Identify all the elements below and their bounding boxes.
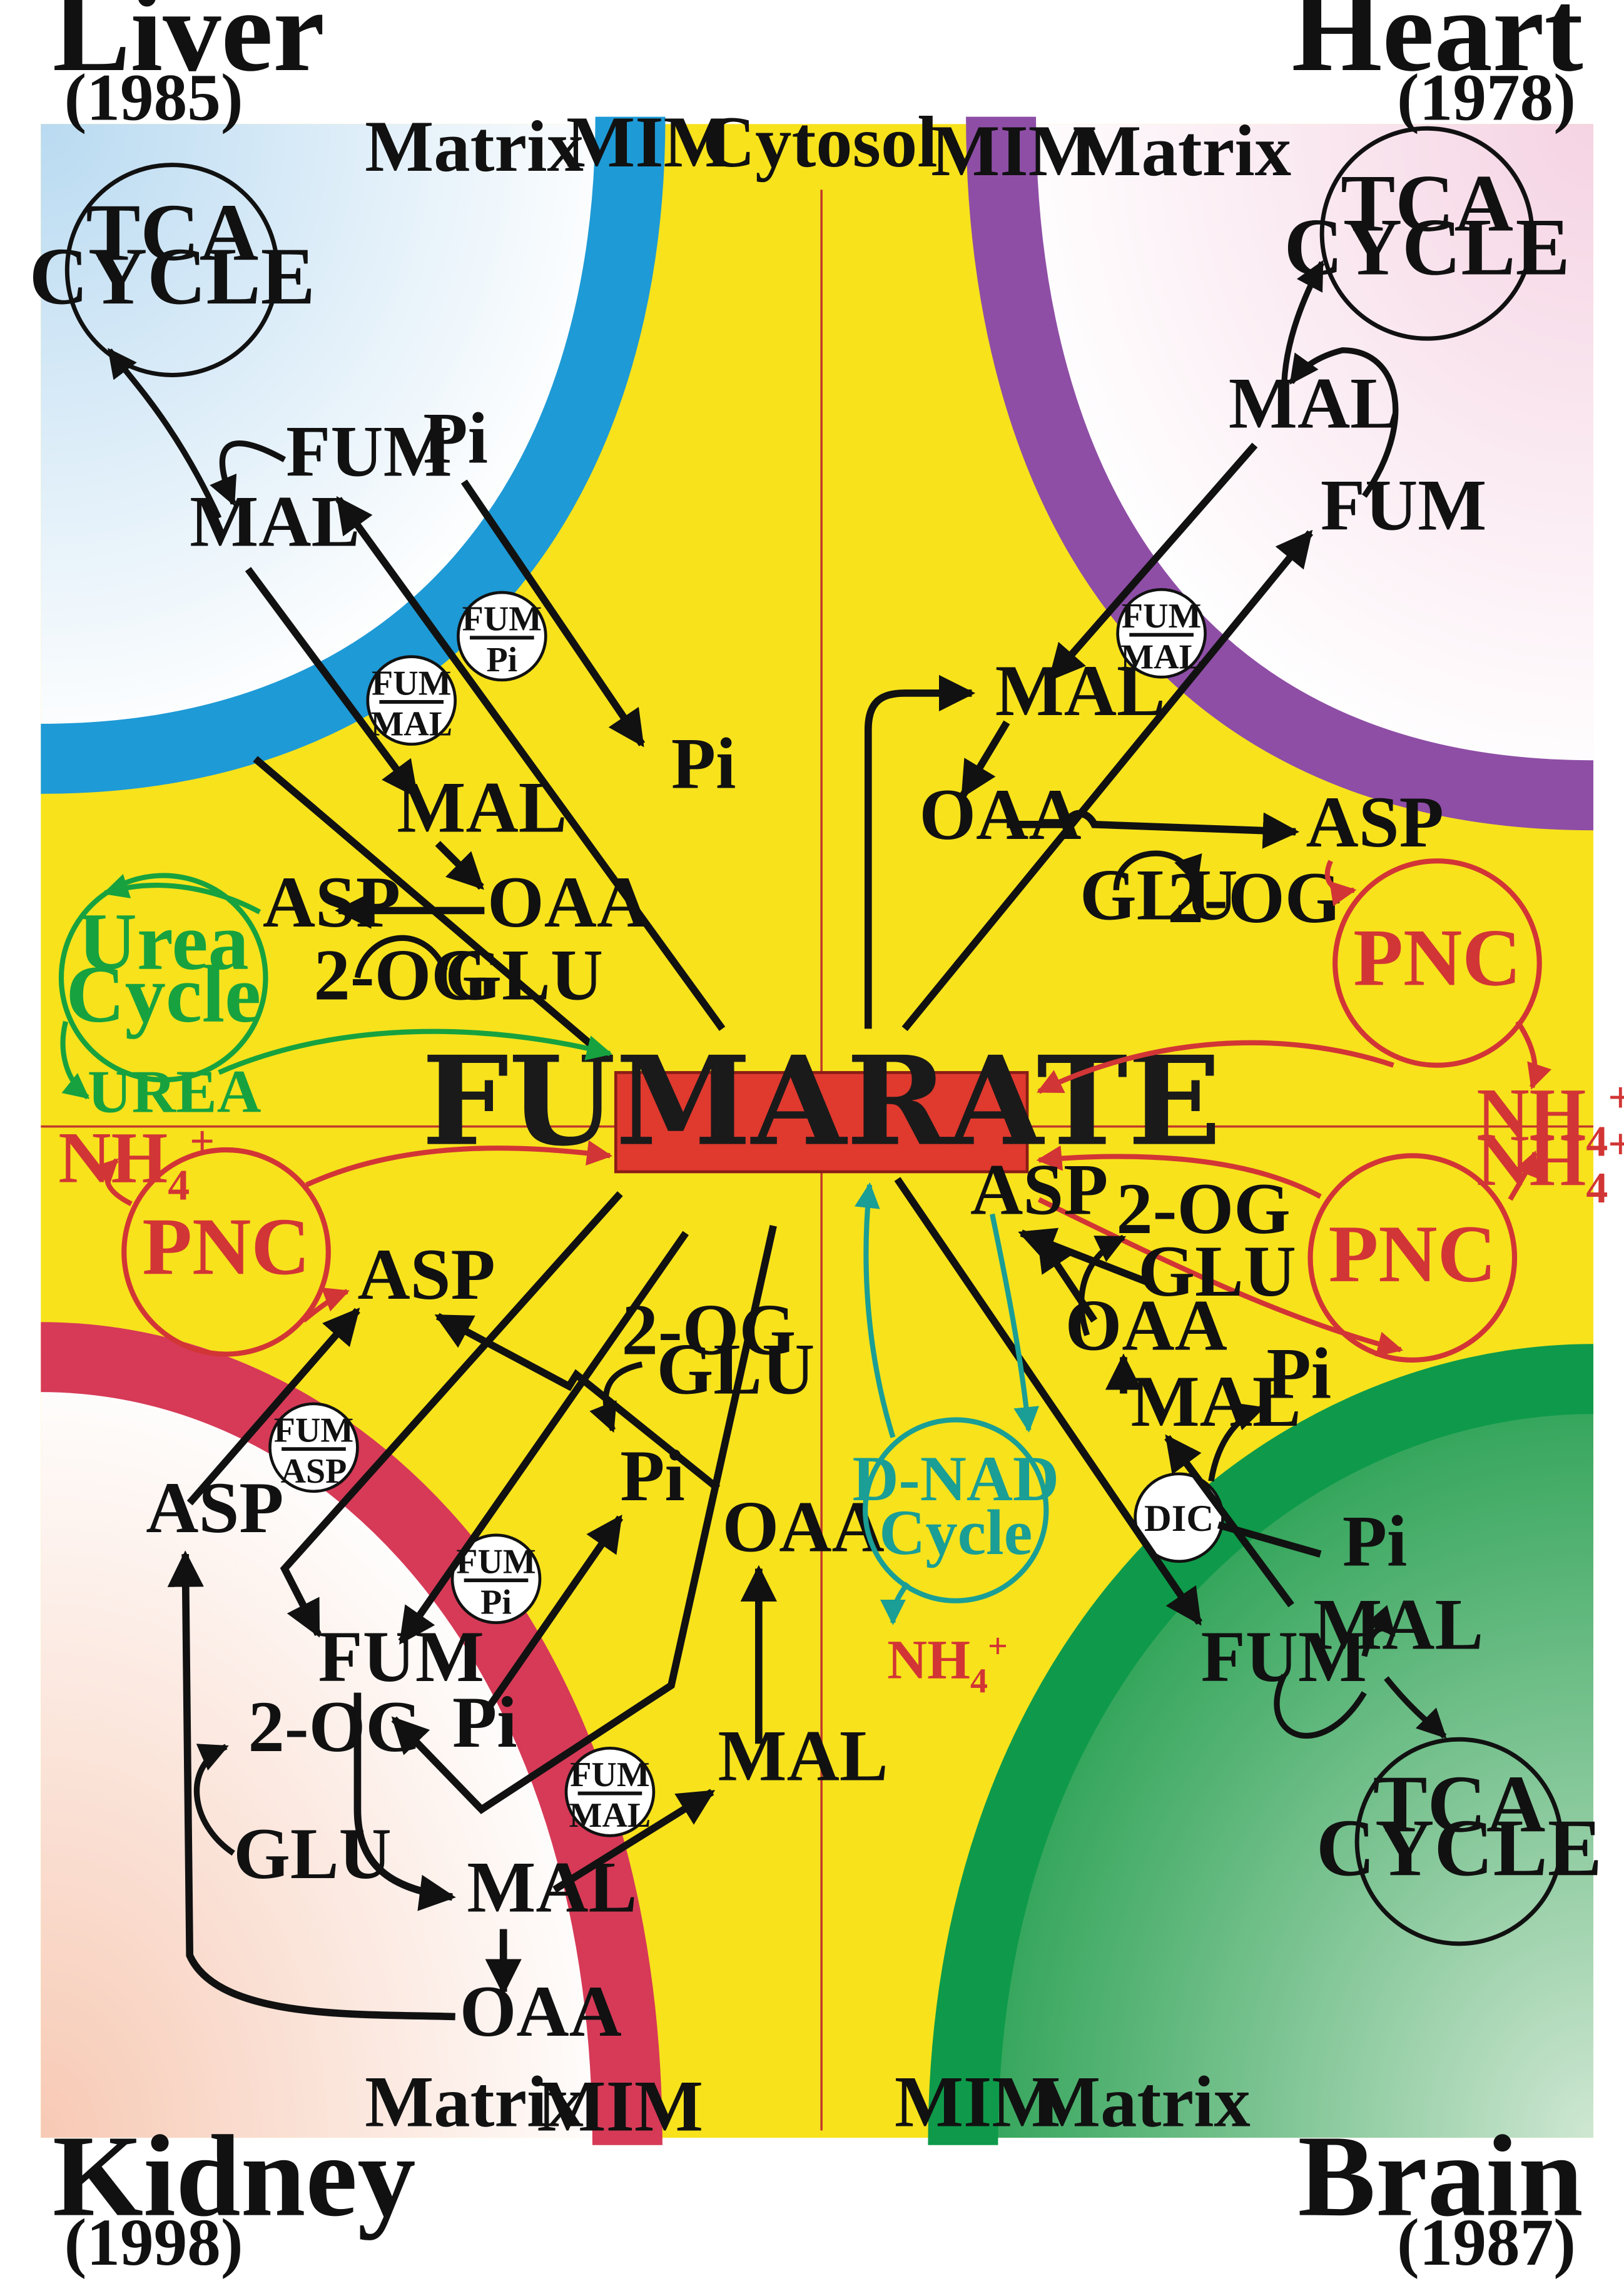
kidney-year: (1998) bbox=[64, 2205, 243, 2280]
kidney-asp-matrix: ASP bbox=[146, 1468, 283, 1548]
liver-fum: FUM bbox=[286, 411, 452, 492]
brain-mal-matrix: MAL bbox=[1313, 1585, 1483, 1665]
pnc-label-heart: PNC bbox=[1353, 913, 1521, 1003]
carrier-fum-pi-liver: FUM Pi bbox=[457, 591, 547, 682]
heart-fum-matrix: FUM bbox=[1321, 465, 1487, 546]
brain-pi-cytosol: Pi bbox=[1267, 1334, 1332, 1415]
pnc-label-brain: PNC bbox=[1329, 1209, 1496, 1299]
heart-year: (1978) bbox=[1397, 60, 1576, 135]
brain-title: Brain bbox=[1298, 2112, 1583, 2241]
heart-glu: GLU bbox=[1080, 855, 1238, 935]
liver-pi-matrix: Pi bbox=[423, 398, 488, 479]
carrier-fum-asp-kidney: FUM ASP bbox=[268, 1402, 359, 1493]
kidney-membrane bbox=[41, 1322, 662, 2145]
svg-text:FUM: FUM bbox=[372, 664, 451, 703]
liver-asp: ASP bbox=[263, 862, 400, 943]
tca-label-brain-1: TCA bbox=[1373, 1759, 1546, 1849]
brain-fum-matrix: FUM bbox=[1201, 1617, 1368, 1697]
heart-nh4: NH4+ bbox=[1476, 1074, 1624, 1166]
carrier-fum-mal-kidney: FUM MAL bbox=[564, 1746, 656, 1837]
svg-text:ASP: ASP bbox=[281, 1452, 347, 1491]
svg-text:FUM: FUM bbox=[462, 600, 542, 639]
heart-membrane bbox=[966, 116, 1594, 831]
zone-matrix-kidney: Matrix bbox=[365, 2061, 584, 2142]
dnad-nh4: NH4+ bbox=[887, 1627, 1008, 1701]
zone-cytosol: Cytosol bbox=[703, 102, 938, 183]
brain-oaa: OAA bbox=[1065, 1286, 1227, 1366]
svg-text:FUM: FUM bbox=[274, 1411, 353, 1450]
kidney-mal-cytosol: MAL bbox=[718, 1716, 888, 1797]
brain-membrane bbox=[928, 1344, 1594, 2145]
tca-label-brain-2: CYCLE bbox=[1316, 1803, 1602, 1893]
kidney-2og-matrix: 2-OG bbox=[248, 1687, 423, 1767]
tca-label-heart-2: CYCLE bbox=[1284, 203, 1570, 293]
kidney-nh4: NH4+ bbox=[58, 1117, 215, 1209]
carrier-fum-mal-heart: FUM MAL bbox=[1116, 588, 1207, 679]
svg-text:DIC: DIC bbox=[1144, 1498, 1214, 1540]
kidney-pi-cytosol: Pi bbox=[620, 1436, 685, 1516]
liver-oaa: OAA bbox=[487, 862, 649, 943]
kidney-2og-cytosol: 2-OG bbox=[622, 1290, 796, 1371]
brain-matrix bbox=[963, 1379, 1594, 2138]
kidney-oaa-cytosol: OAA bbox=[723, 1486, 885, 1567]
heart-2og: 2-OG bbox=[1167, 858, 1342, 938]
svg-text:FUM: FUM bbox=[1122, 597, 1201, 636]
liver-membrane bbox=[41, 116, 666, 794]
tca-cycle-liver bbox=[64, 163, 280, 377]
kidney-title: Kidney bbox=[53, 2112, 416, 2241]
svg-text:Pi: Pi bbox=[486, 641, 517, 679]
svg-text:Pi: Pi bbox=[480, 1583, 512, 1622]
brain-glu: GLU bbox=[1138, 1231, 1296, 1312]
svg-text:MAL: MAL bbox=[569, 1796, 651, 1835]
tca-label-liver-2: CYCLE bbox=[29, 231, 315, 322]
heart-title: Heart bbox=[1292, 0, 1583, 96]
heart-matrix bbox=[1001, 124, 1594, 796]
brain-pi-matrix: Pi bbox=[1342, 1501, 1408, 1582]
brain-year: (1987) bbox=[1397, 2205, 1576, 2280]
liver-matrix bbox=[41, 124, 631, 759]
kidney-mal-matrix: MAL bbox=[467, 1847, 637, 1928]
brain-2og: 2-OG bbox=[1116, 1169, 1291, 1249]
pnc-label-kidney: PNC bbox=[142, 1202, 310, 1292]
dnad-label-1: D-NAD bbox=[852, 1444, 1059, 1515]
zone-matrix-brain: Matrix bbox=[1032, 2061, 1251, 2142]
heart-mal-matrix: MAL bbox=[1229, 363, 1399, 444]
carrier-dic-brain: DIC bbox=[1134, 1472, 1224, 1563]
liver-year: (1985) bbox=[64, 60, 243, 135]
dnad-label-2: Cycle bbox=[879, 1498, 1032, 1568]
liver-pi-cytosol: Pi bbox=[671, 724, 736, 805]
zone-mim-kidney: MIM bbox=[537, 2066, 704, 2146]
svg-text:MAL: MAL bbox=[1120, 638, 1202, 676]
tca-cycle-brain bbox=[1354, 1737, 1564, 1946]
zone-mim-heart: MIM bbox=[931, 111, 1097, 191]
kidney-oaa-matrix: OAA bbox=[460, 1971, 622, 2052]
carrier-fum-mal-liver: FUM MAL bbox=[366, 655, 457, 746]
urea-cycle-label-2: Cycle bbox=[66, 950, 261, 1040]
tca-cycle-heart bbox=[1319, 126, 1535, 341]
svg-text:MAL: MAL bbox=[370, 705, 452, 744]
zone-mim-brain: MIM bbox=[895, 2061, 1061, 2142]
tca-label-heart-1: TCA bbox=[1341, 159, 1513, 249]
liver-2og: 2-OG bbox=[313, 935, 488, 1016]
urea-cycle-label-1: Urea bbox=[78, 897, 249, 987]
liver-mal-matrix: MAL bbox=[190, 481, 360, 562]
fumarate-box bbox=[614, 1071, 1029, 1174]
liver-title: Liver bbox=[53, 0, 325, 96]
zone-matrix-heart: Matrix bbox=[1072, 111, 1291, 191]
kidney-pi-matrix: Pi bbox=[452, 1682, 517, 1763]
tca-label-liver-1: TCA bbox=[86, 188, 258, 278]
kidney-asp-cytosol: ASP bbox=[357, 1234, 495, 1315]
svg-text:FUM: FUM bbox=[570, 1755, 649, 1794]
zone-mim-liver: MIM bbox=[566, 102, 733, 183]
brain-mal-cytosol: MAL bbox=[1131, 1361, 1301, 1442]
zone-matrix-liver: Matrix bbox=[365, 106, 584, 187]
urea-product: UREA bbox=[88, 1058, 261, 1125]
liver-glu: GLU bbox=[445, 935, 603, 1016]
heart-asp: ASP bbox=[1306, 782, 1444, 863]
